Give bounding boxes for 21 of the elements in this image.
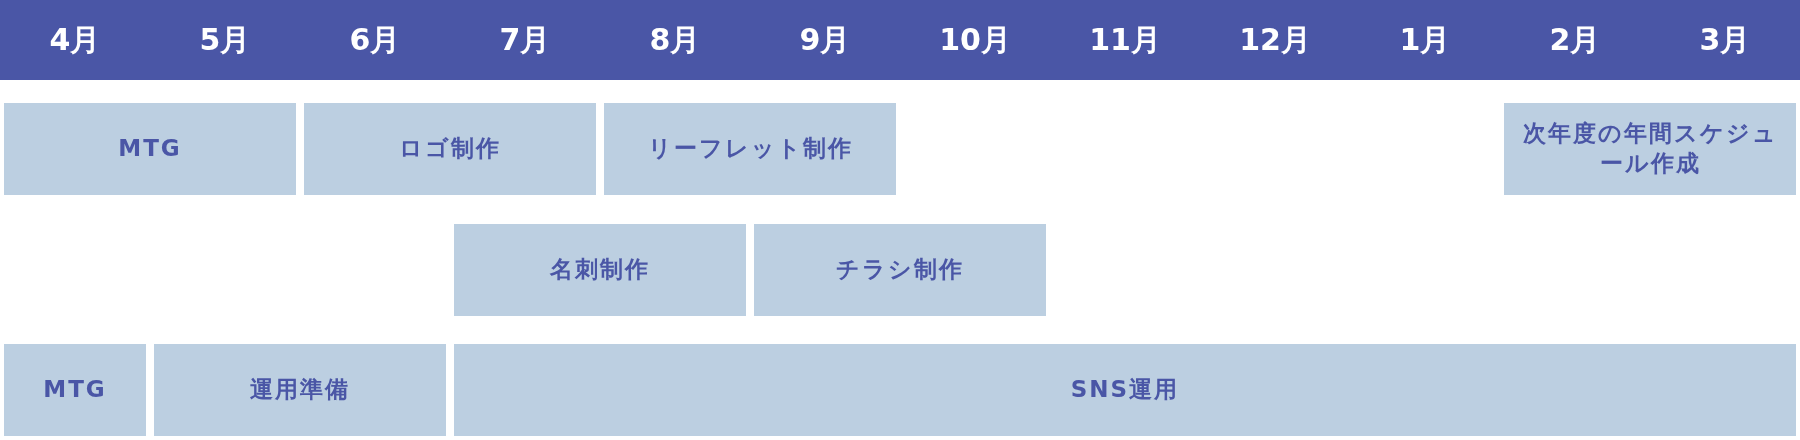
month-label: 3月 [1699,20,1751,59]
task-bar: MTG [4,344,146,436]
task-bar: MTG [4,103,296,195]
task-bar: 次年度の年間スケジュール作成 [1504,103,1796,195]
task-bar: SNS運用 [454,344,1796,436]
month-label: 5月 [199,20,251,59]
task-bar: 名刺制作 [454,224,746,316]
month-label: 2月 [1549,20,1601,59]
month-label: 1月 [1399,20,1451,59]
month-label: 7月 [499,20,551,59]
month-label: 10月 [939,20,1011,59]
month-label: 4月 [49,20,101,59]
task-bar: 運用準備 [154,344,446,436]
month-label: 8月 [649,20,701,59]
month-label: 11月 [1089,20,1161,59]
task-bar: チラシ制作 [754,224,1046,316]
month-label: 9月 [799,20,851,59]
month-label: 12月 [1239,20,1311,59]
task-bar: ロゴ制作 [304,103,596,195]
month-label: 6月 [349,20,401,59]
task-bar: リーフレット制作 [604,103,896,195]
